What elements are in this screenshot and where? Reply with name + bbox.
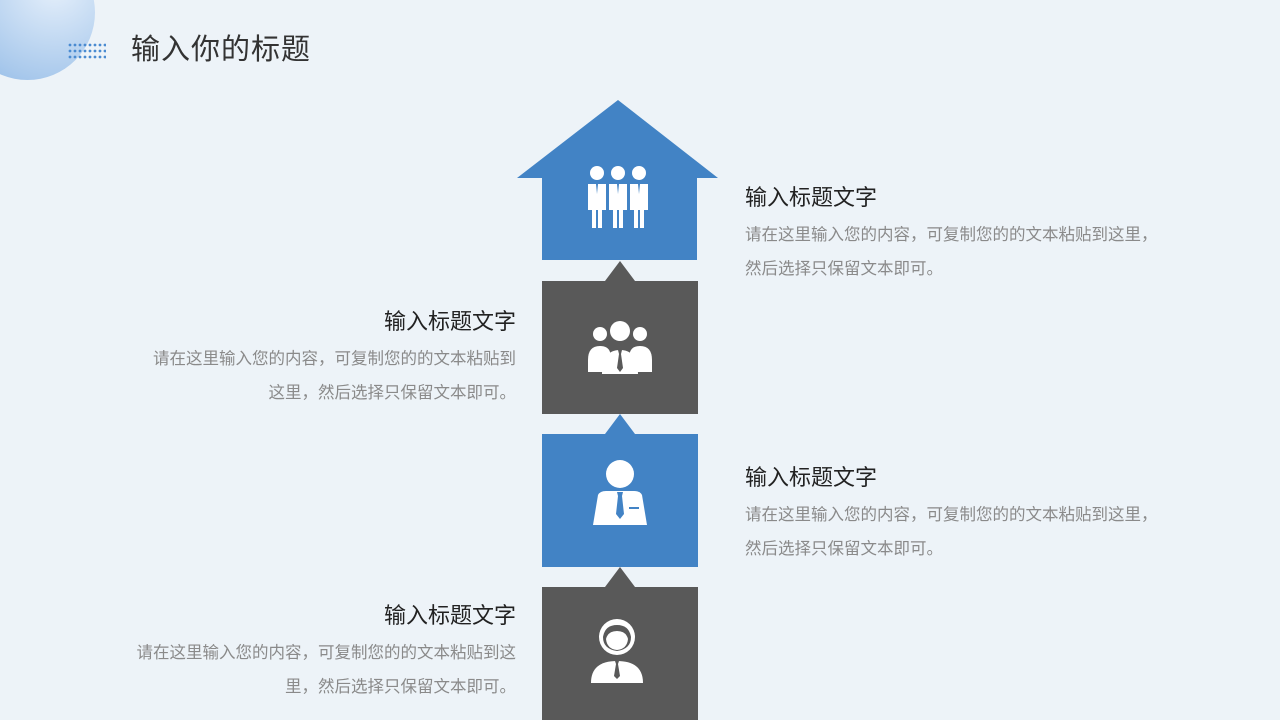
step-4-desc-line-2: 里，然后选择只保留文本即可。	[285, 677, 516, 696]
step-3-desc-line-2: 然后选择只保留文本即可。	[745, 539, 943, 558]
step-1-desc: 请在这里输入您的内容，可复制您的的文本粘贴到这里， 然后选择只保留文本即可。	[745, 218, 1215, 286]
step-2-desc-line-1: 请在这里输入您的内容，可复制您的的文本粘贴到	[153, 349, 516, 368]
step-2-desc-line-2: 这里，然后选择只保留文本即可。	[268, 383, 517, 402]
step-3-desc: 请在这里输入您的内容，可复制您的的文本粘贴到这里， 然后选择只保留文本即可。	[745, 498, 1215, 566]
step-4-desc-line-1: 请在这里输入您的内容，可复制您的的文本粘贴到这	[136, 643, 517, 662]
user-avatar-icon	[591, 619, 643, 683]
step-3-text: 输入标题文字 请在这里输入您的内容，可复制您的的文本粘贴到这里， 然后选择只保留…	[745, 464, 1215, 566]
dots-decoration-icon	[68, 43, 106, 59]
team-leader-icon	[588, 321, 652, 374]
step-2-desc: 请在这里输入您的内容，可复制您的的文本粘贴到 这里，然后选择只保留文本即可。	[60, 342, 516, 410]
step-1-desc-line-1: 请在这里输入您的内容，可复制您的的文本粘贴到这里，	[745, 225, 1158, 244]
corner-decoration-circle	[0, 0, 95, 80]
businessman-icon	[593, 460, 647, 525]
step-4-desc: 请在这里输入您的内容，可复制您的的文本粘贴到这 里，然后选择只保留文本即可。	[40, 636, 517, 704]
step-1-desc-line-2: 然后选择只保留文本即可。	[745, 259, 943, 278]
group-team-icon	[588, 166, 648, 228]
step-2-text: 输入标题文字 请在这里输入您的内容，可复制您的的文本粘贴到 这里，然后选择只保留…	[60, 308, 516, 410]
step-3-desc-line-1: 请在这里输入您的内容，可复制您的的文本粘贴到这里，	[745, 505, 1158, 524]
step-3-title: 输入标题文字	[745, 466, 878, 491]
step-4-title: 输入标题文字	[383, 604, 516, 629]
page-title: 输入你的标题	[131, 32, 312, 66]
step-1-arrow-shape	[517, 100, 718, 260]
step-2-title: 输入标题文字	[383, 310, 516, 335]
step-3-arrow-shape	[542, 414, 698, 567]
step-1-title: 输入标题文字	[745, 186, 878, 211]
step-1-text: 输入标题文字 请在这里输入您的内容，可复制您的的文本粘贴到这里， 然后选择只保留…	[745, 184, 1215, 286]
step-4-text: 输入标题文字 请在这里输入您的内容，可复制您的的文本粘贴到这 里，然后选择只保留…	[40, 602, 517, 704]
